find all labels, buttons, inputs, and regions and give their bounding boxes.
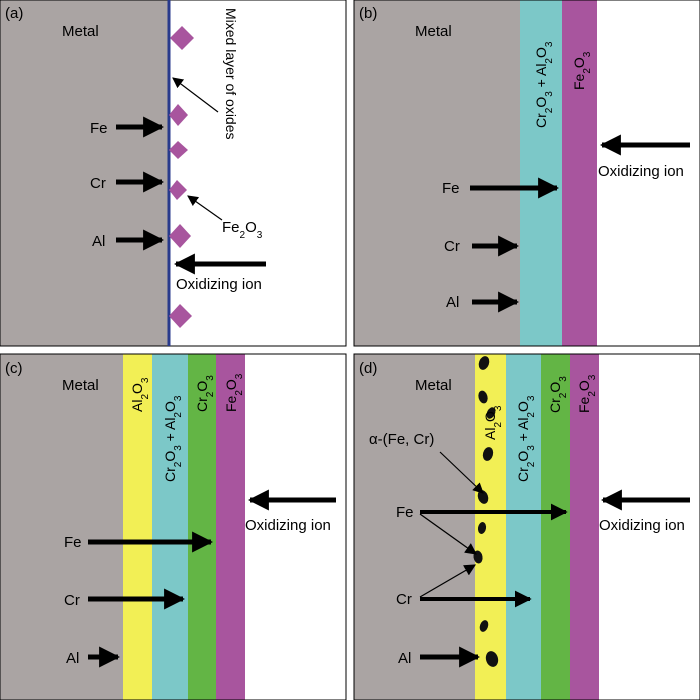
alpha-particle	[482, 447, 494, 461]
oxidizing-label: Oxidizing ion	[598, 163, 684, 180]
layer-cr2o3-label: Cr2O3	[194, 375, 216, 412]
layer-fe2o3-label: Fe2O3	[576, 374, 598, 413]
fe2o3-particle	[169, 141, 188, 159]
fe2o3-particles	[169, 26, 194, 328]
al-label: Al	[398, 650, 411, 667]
layer-fe2o3	[570, 354, 599, 700]
fe2o3-particle	[169, 304, 192, 328]
cr-label: Cr	[444, 238, 460, 255]
fe2o3-particle	[169, 224, 191, 248]
cr-label: Cr	[64, 592, 80, 609]
metal-region	[0, 354, 124, 700]
panel-b: (b) Metal Cr2O3 + Al2O3 Fe2O3 Oxidizing …	[353, 0, 700, 347]
oxidizing-label: Oxidizing ion	[245, 517, 331, 534]
layer-fe2o3	[216, 354, 245, 700]
layer-cr2o3-al2o3-label: Cr2O3 + Al2O3	[533, 41, 555, 128]
layer-al2o3	[123, 354, 152, 700]
cr-label: Cr	[90, 175, 106, 192]
panel-label: (d)	[359, 360, 377, 377]
layer-cr2o3-label: Cr2O3	[547, 376, 569, 413]
cr-pointer-to-particle	[419, 564, 477, 598]
fe-pointer-to-particle	[419, 513, 477, 555]
layer-cr2o3-al2o3	[520, 0, 562, 346]
mixed-layer-pointer	[172, 77, 219, 113]
metal-region	[354, 0, 521, 346]
metal-label: Metal	[415, 23, 452, 40]
metal-label: Metal	[415, 377, 452, 394]
layer-al2o3-label: Al2O3	[129, 377, 151, 412]
fe2o3-particle	[170, 26, 194, 50]
fe2o3-particle	[169, 180, 187, 200]
fe-label: Fe	[90, 120, 108, 137]
al-label: Al	[446, 294, 459, 311]
panel-label: (c)	[5, 360, 23, 377]
layer-cr2o3	[541, 354, 570, 700]
fe2o3-label: Fe2O3	[222, 219, 263, 241]
alpha-particle	[485, 651, 499, 667]
al-label: Al	[66, 650, 79, 667]
layer-cr2o3-al2o3	[506, 354, 541, 700]
panel-label: (a)	[5, 5, 23, 22]
layer-cr2o3-al2o3-label: Cr2O3 + Al2O3	[515, 395, 537, 482]
fe2o3-pointer	[187, 195, 223, 221]
layer-cr2o3-al2o3-label: Cr2O3 + Al2O3	[162, 395, 184, 482]
layer-cr2o3	[188, 354, 216, 700]
panel-label: (b)	[359, 5, 377, 22]
al-label: Al	[92, 233, 105, 250]
layer-fe2o3-label: Fe2O3	[223, 373, 245, 412]
metal-label: Metal	[62, 377, 99, 394]
panel-d: (d) Metal Al2O3 Cr2O3 + Al2O3 Cr2O3 Fe2O…	[353, 353, 700, 700]
layer-fe2o3	[562, 0, 597, 346]
alpha-fe-cr-label: α-(Fe, Cr)	[369, 431, 434, 448]
panel-a: (a) Metal Mixed layer of oxides Fe Cr Al…	[0, 0, 347, 347]
fe-label: Fe	[442, 180, 460, 197]
oxidizing-label: Oxidizing ion	[176, 276, 262, 293]
mixed-layer-label: Mixed layer of oxides	[223, 8, 239, 140]
layer-fe2o3-label: Fe2O3	[571, 51, 593, 90]
metal-region	[354, 354, 476, 700]
alpha-particle	[478, 390, 488, 404]
alpha-pointer	[439, 451, 484, 494]
layer-al2o3-label: Al2O3	[482, 405, 504, 440]
alpha-particle	[486, 407, 496, 419]
alpha-particle	[478, 356, 490, 370]
alpha-particle	[479, 620, 489, 632]
layer-cr2o3-al2o3	[152, 354, 188, 700]
fe-label: Fe	[64, 534, 82, 551]
oxidizing-label: Oxidizing ion	[599, 517, 685, 534]
panel-c: (c) Metal Al2O3 Cr2O3 + Al2O3 Cr2O3 Fe2O…	[0, 353, 347, 700]
metal-label: Metal	[62, 23, 99, 40]
fe-label: Fe	[396, 504, 414, 521]
fe2o3-particle	[169, 104, 188, 126]
cr-label: Cr	[396, 591, 412, 608]
alpha-particle	[477, 522, 487, 534]
metal-region	[0, 0, 169, 346]
